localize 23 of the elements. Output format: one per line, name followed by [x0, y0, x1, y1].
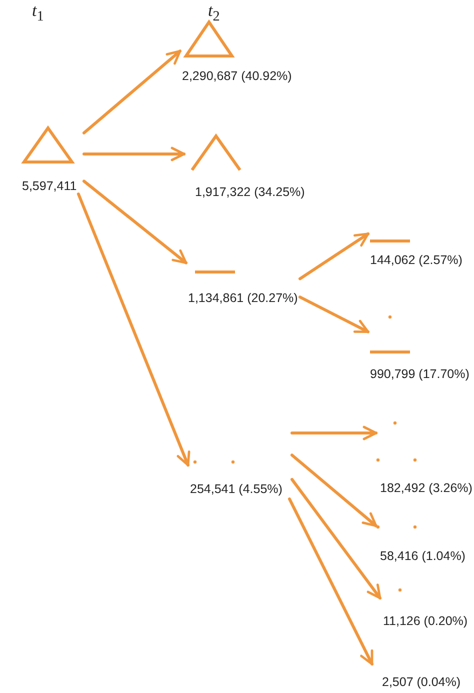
count-label: 11,126 (0.20%) [383, 613, 468, 629]
count-label: 2,507 (0.04%) [382, 674, 461, 690]
count-label: 58,416 (1.04%) [380, 548, 466, 564]
arrow [290, 454, 378, 528]
arrow [298, 296, 370, 334]
count-label: 182,492 (3.26%) [380, 480, 472, 496]
time-label: t$_{1}$ [32, 2, 44, 26]
count-label: 1,917,322 (34.25%) [195, 184, 305, 200]
count-label: 990,799 (17.70%) [370, 366, 470, 382]
arrow [82, 50, 182, 134]
arrow [288, 498, 374, 666]
count-label: 144,062 (2.57%) [370, 252, 462, 268]
arrow [290, 426, 378, 440]
count-label: 5,597,411 [22, 178, 77, 194]
count-label: 2,290,687 (40.92%) [182, 68, 292, 84]
time-label: t$_{2}$ [208, 2, 220, 26]
arrow [298, 232, 370, 280]
arrow [82, 180, 188, 264]
arrow [76, 192, 190, 467]
count-label: 254,541 (4.55%) [190, 481, 282, 497]
arrow [290, 478, 382, 600]
count-label: 1,134,861 (20.27%) [188, 290, 298, 306]
arrow [82, 146, 186, 162]
